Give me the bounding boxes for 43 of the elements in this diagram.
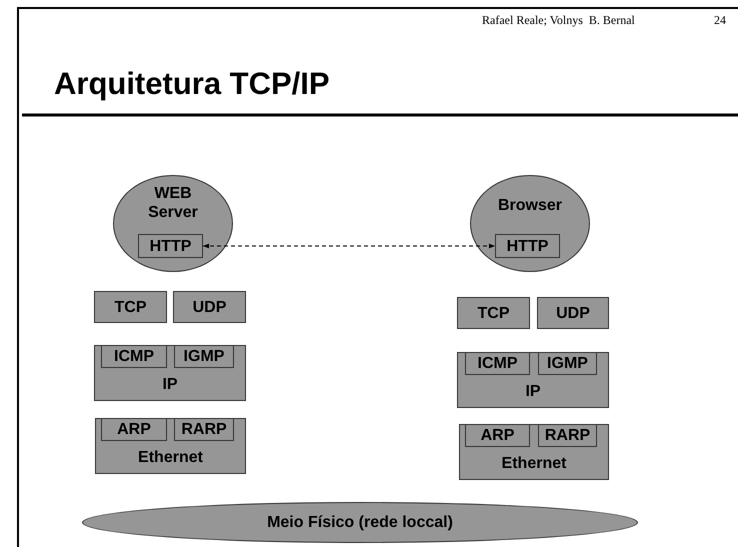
node-label: RARP (544, 426, 590, 445)
node-label: Browser (498, 196, 562, 215)
protocol-box (537, 297, 609, 329)
protocol-box (174, 345, 234, 368)
node-label: IGMP (184, 347, 224, 366)
protocol-box (538, 352, 597, 375)
node-label: RARP (181, 420, 227, 439)
node-label: IP (525, 382, 541, 401)
arrow (202, 244, 496, 248)
page-number: 24 (714, 13, 726, 28)
protocol-box (173, 291, 246, 323)
node-label: ICMP (114, 347, 154, 366)
author-text: Rafael Reale; Volnys B. Bernal (482, 13, 635, 28)
protocol-box (465, 352, 530, 375)
protocol-box (101, 345, 167, 368)
protocol-box (465, 424, 530, 447)
node-label: ARP (480, 426, 514, 445)
node-label: HTTP (506, 236, 548, 256)
layer-box (459, 424, 609, 480)
protocol-box (495, 234, 560, 258)
protocol-box (457, 297, 530, 329)
protocol-box (101, 418, 167, 441)
node-label: Ethernet (502, 454, 566, 473)
node-label: ARP (117, 420, 151, 439)
node-label: Ethernet (138, 448, 203, 467)
protocol-box (174, 418, 234, 441)
node-label: IGMP (547, 354, 588, 373)
node-label: Meio Físico (rede loccal) (267, 513, 453, 532)
layer-box (95, 418, 246, 474)
node-label: HTTP (150, 236, 192, 256)
node-label: TCP (114, 298, 146, 316)
node-label: UDP (192, 298, 226, 316)
slide-title: Arquitetura TCP/IP (54, 66, 330, 102)
node-label: TCP (478, 304, 510, 322)
layer-box (94, 345, 246, 401)
protocol-box (94, 291, 167, 323)
node-label: UDP (556, 304, 590, 322)
layer-box (457, 352, 609, 408)
node-label: ICMP (478, 354, 518, 373)
node-label: IP (162, 375, 178, 394)
protocol-box (538, 424, 597, 447)
node-label: WEB Server (147, 184, 199, 222)
protocol-box (138, 234, 203, 258)
